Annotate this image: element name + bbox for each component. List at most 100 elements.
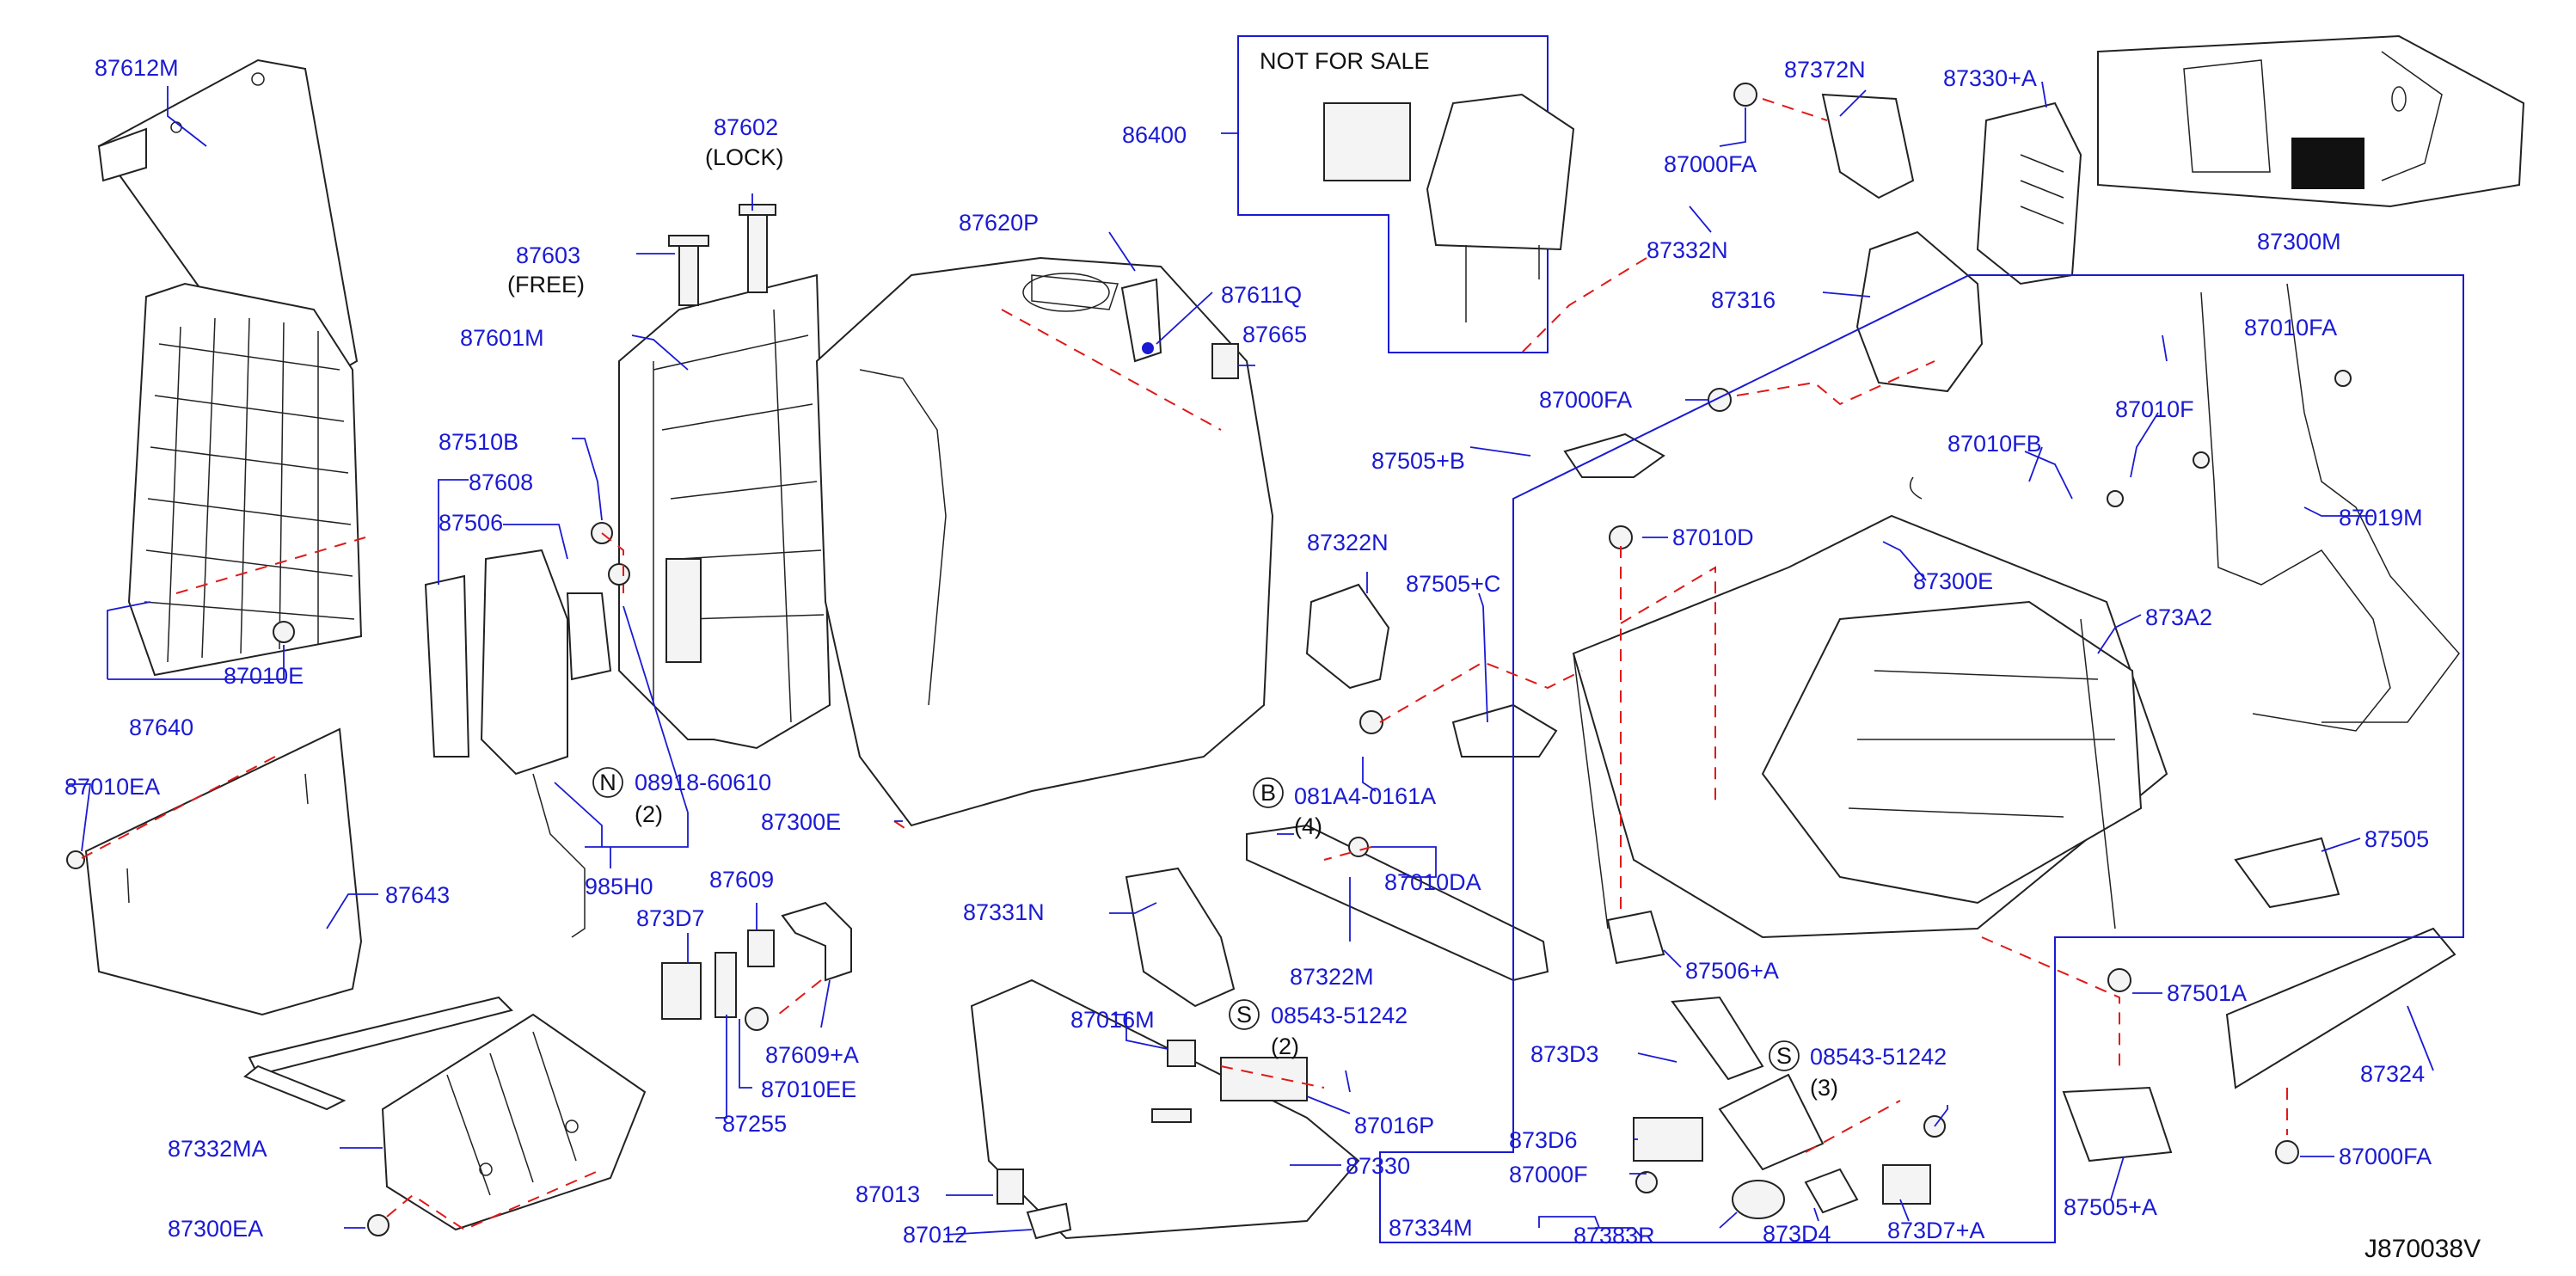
label-87602[interactable]: 87602 [714,114,778,140]
label-87000FA-c[interactable]: 87000FA [2339,1144,2432,1169]
label-873D7A[interactable]: 873D7+A [1887,1218,1984,1243]
label-not-for-sale: NOT FOR SALE [1260,48,1430,74]
label-87612M[interactable]: 87612M [95,55,179,81]
label-87643[interactable]: 87643 [385,882,450,908]
label-87322N[interactable]: 87322N [1307,530,1389,555]
bracket-87510B [566,522,630,681]
rail-87322M [1246,824,1549,982]
knob-87013 [997,1169,1024,1205]
cover-87330A [1976,101,2082,285]
label-87601M[interactable]: 87601M [460,325,544,351]
label-87330[interactable]: 87330 [1346,1153,1410,1179]
label-87505[interactable]: 87505 [2364,826,2429,852]
label-87506A[interactable]: 87506+A [1685,958,1779,984]
label-87322M[interactable]: 87322M [1290,964,1374,990]
label-87000FA-a[interactable]: 87000FA [1664,151,1757,177]
label-87010E[interactable]: 87010E [224,663,304,689]
label-87609A[interactable]: 87609+A [765,1042,859,1068]
label-87010D[interactable]: 87010D [1672,525,1754,550]
label-86400[interactable]: 86400 [1122,122,1187,148]
label-87609[interactable]: 87609 [709,867,774,893]
label-qty-2a: (2) [635,801,663,827]
label-873D3[interactable]: 873D3 [1530,1041,1599,1067]
label-87334M[interactable]: 87334M [1389,1215,1473,1241]
bracket-87505C [1451,703,1558,758]
label-87019M[interactable]: 87019M [2339,505,2423,531]
board-87332MA [367,1013,647,1236]
label-87324[interactable]: 87324 [2360,1061,2425,1087]
dashed-links [81,98,2288,1231]
label-08918-60610[interactable]: 08918-60610 [635,770,771,795]
label-87010F[interactable]: 87010F [2115,396,2194,422]
label-87505A[interactable]: 87505+A [2064,1194,2157,1220]
symbol-b-letter: B [1260,780,1276,806]
label-873D6[interactable]: 873D6 [1509,1127,1578,1153]
label-87000FA-b[interactable]: 87000FA [1539,387,1632,413]
label-87332N[interactable]: 87332N [1647,237,1728,263]
label-87012[interactable]: 87012 [903,1222,967,1248]
label-873A2[interactable]: 873A2 [2145,604,2212,630]
part-labels: 87612M 87640 87010E 87602 (LOCK) 87603 (… [64,48,2481,1263]
lower-parts-873D [1633,996,1946,1219]
label-873D7[interactable]: 873D7 [636,905,705,931]
label-87603[interactable]: 87603 [516,242,580,268]
label-87016P[interactable]: 87016P [1354,1113,1434,1138]
label-08543-51242-b[interactable]: 08543-51242 [1810,1044,1947,1070]
symbol-s2-letter: S [1776,1043,1792,1069]
label-87010DA[interactable]: 87010DA [1384,869,1481,895]
seat-frame [1572,514,2168,939]
label-87505C[interactable]: 87505+C [1406,571,1500,597]
knob-87012 [1026,1202,1072,1240]
symbol-b: B [1253,777,1284,808]
label-87300E-b[interactable]: 87300E [1913,568,1993,594]
label-87010FA[interactable]: 87010FA [2244,315,2337,340]
label-87608[interactable]: 87608 [469,469,533,495]
label-87505B[interactable]: 87505+B [1371,448,1465,474]
label-87010EE[interactable]: 87010EE [761,1077,856,1102]
label-87010EA[interactable]: 87010EA [64,774,160,800]
label-87016M[interactable]: 87016M [1070,1007,1155,1033]
label-873D4[interactable]: 873D4 [1763,1221,1831,1247]
clip-87505B [1563,432,1665,478]
label-87300E-a[interactable]: 87300E [761,809,841,835]
cover-87316 [1855,230,1984,393]
label-87331N[interactable]: 87331N [963,899,1045,925]
label-87640[interactable]: 87640 [129,715,193,740]
label-081A4-0161A[interactable]: 081A4-0161A [1294,783,1436,809]
label-87665[interactable]: 87665 [1242,322,1307,347]
label-87255[interactable]: 87255 [722,1111,787,1137]
headrest-box [1237,35,1575,353]
label-87620P[interactable]: 87620P [959,210,1039,236]
label-08543-51242-a[interactable]: 08543-51242 [1271,1003,1408,1028]
label-87013[interactable]: 87013 [856,1181,920,1207]
car-outline [2097,34,2525,208]
label-87000F[interactable]: 87000F [1509,1162,1588,1187]
seat-back-frame-87601M [618,273,831,750]
label-985H0[interactable]: 985H0 [585,874,653,899]
label-87010FB[interactable]: 87010FB [1947,431,2042,457]
symbol-s-2: S [1769,1040,1800,1071]
pins-87602-87603 [668,204,776,306]
pieces-873D7-87609 [661,901,852,1031]
label-87501A[interactable]: 87501A [2167,980,2247,1006]
clip-87505A [2062,1086,2173,1163]
label-87372N[interactable]: 87372N [1784,57,1866,83]
label-87510B[interactable]: 87510B [439,429,518,455]
label-87300EA[interactable]: 87300EA [168,1216,263,1242]
label-87330A[interactable]: 87330+A [1943,65,2037,91]
label-lock: (LOCK) [705,144,784,170]
seat-back-cushion [815,256,1274,827]
label-87316[interactable]: 87316 [1711,287,1776,313]
bracket-87322N [1305,583,1390,690]
label-qty-2b: (2) [1271,1034,1299,1059]
clip-87611Q [1120,278,1162,363]
label-87506[interactable]: 87506 [439,510,503,536]
label-87611Q[interactable]: 87611Q [1221,282,1302,308]
leader-lines [69,81,2434,1239]
label-87332MA[interactable]: 87332MA [168,1136,267,1162]
bolt-87501A [2107,968,2131,992]
label-87383R[interactable]: 87383R [1573,1223,1655,1248]
cover-87331N [1125,867,1236,1008]
label-87300M[interactable]: 87300M [2257,229,2341,255]
